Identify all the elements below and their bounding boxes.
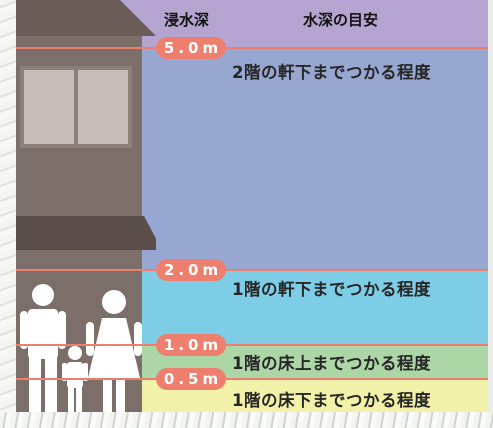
child-figure <box>62 346 88 412</box>
depth-badge-0-5m: 0.5m <box>156 368 226 390</box>
level-line-5m <box>16 47 488 49</box>
eave <box>16 216 156 250</box>
adult-man-figure <box>20 284 66 412</box>
level-line-0-5m <box>16 378 488 380</box>
header-depth-label: 浸水深 <box>164 11 210 29</box>
description-0-5m: 1階の床下までつかる程度 <box>232 391 431 410</box>
depth-badge-1m: 1.0m <box>156 334 226 356</box>
level-line-2m <box>16 269 488 271</box>
window-right-pane <box>78 70 128 144</box>
description-5m: 2階の軒下までつかる程度 <box>232 63 431 82</box>
house-illustration <box>16 0 156 412</box>
description-2m: 1階の軒下までつかる程度 <box>232 280 431 299</box>
adult-woman-figure <box>86 290 142 412</box>
depth-badge-5m: 5.0m <box>156 37 226 59</box>
window-left-pane <box>24 70 74 144</box>
level-line-1m <box>16 344 488 346</box>
description-1m: 1階の床上までつかる程度 <box>232 354 431 373</box>
depth-badge-2m: 2.0m <box>156 259 226 281</box>
map-background-bottom <box>0 412 493 428</box>
map-background-left <box>0 0 16 428</box>
header-guide-label: 水深の目安 <box>303 11 379 29</box>
